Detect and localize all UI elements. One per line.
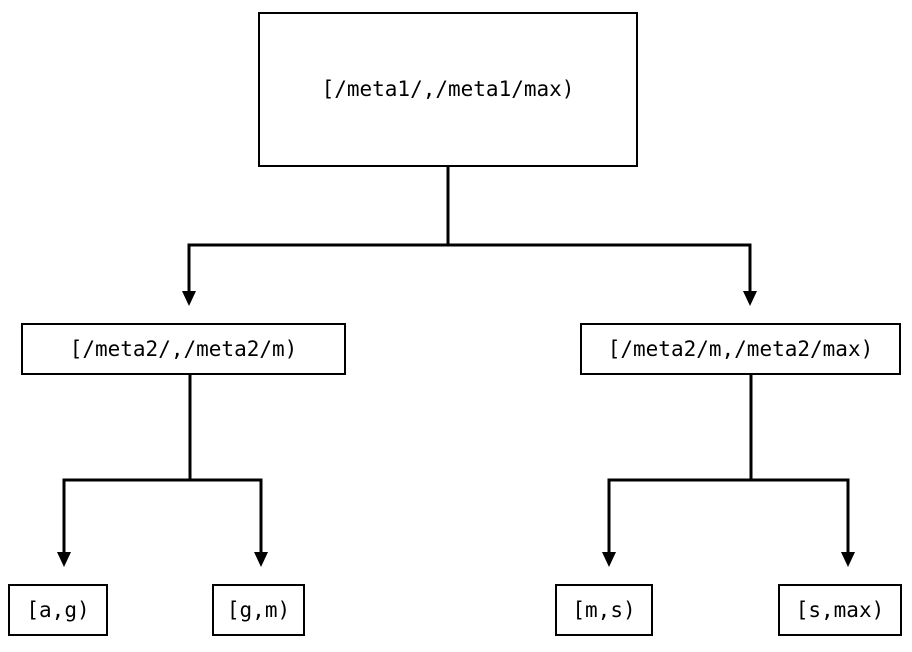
edge-mid-left-to-leaf-gm — [190, 478, 268, 567]
edge-mid-left-to-leaf-ag — [57, 375, 192, 567]
arrowhead-icon — [743, 291, 757, 306]
tree-node-mid-right-label: [/meta2/m,/meta2/max) — [607, 336, 874, 361]
arrowhead-icon — [841, 552, 855, 567]
tree-node-leaf-gm[interactable]: [g,m) — [212, 584, 305, 636]
edge-root-to-mid-left — [182, 167, 450, 306]
tree-node-leaf-ms[interactable]: [m,s) — [555, 584, 653, 636]
edge-mid-right-to-leaf-ms — [602, 375, 753, 567]
tree-node-root-label: [/meta1/,/meta1/max) — [321, 77, 575, 101]
tree-node-leaf-ag[interactable]: [a,g) — [8, 584, 108, 636]
edge-mid-right-to-leaf-smax — [751, 478, 855, 567]
tree-node-leaf-smax-label: [s,max) — [795, 597, 885, 622]
arrowhead-icon — [602, 552, 616, 567]
arrowhead-icon — [254, 552, 268, 567]
arrowhead-icon — [57, 552, 71, 567]
tree-node-leaf-gm-label: [g,m) — [226, 597, 291, 622]
tree-node-mid-left-label: [/meta2/,/meta2/m) — [69, 336, 298, 361]
tree-node-leaf-ag-label: [a,g) — [26, 597, 90, 622]
tree-node-leaf-smax[interactable]: [s,max) — [778, 584, 902, 636]
edge-root-to-mid-right — [448, 243, 757, 306]
tree-node-leaf-ms-label: [m,s) — [572, 597, 636, 622]
tree-node-mid-right[interactable]: [/meta2/m,/meta2/max) — [580, 323, 901, 375]
tree-node-root[interactable]: [/meta1/,/meta1/max) — [258, 12, 638, 167]
arrowhead-icon — [182, 291, 196, 306]
tree-node-mid-left[interactable]: [/meta2/,/meta2/m) — [21, 323, 346, 375]
